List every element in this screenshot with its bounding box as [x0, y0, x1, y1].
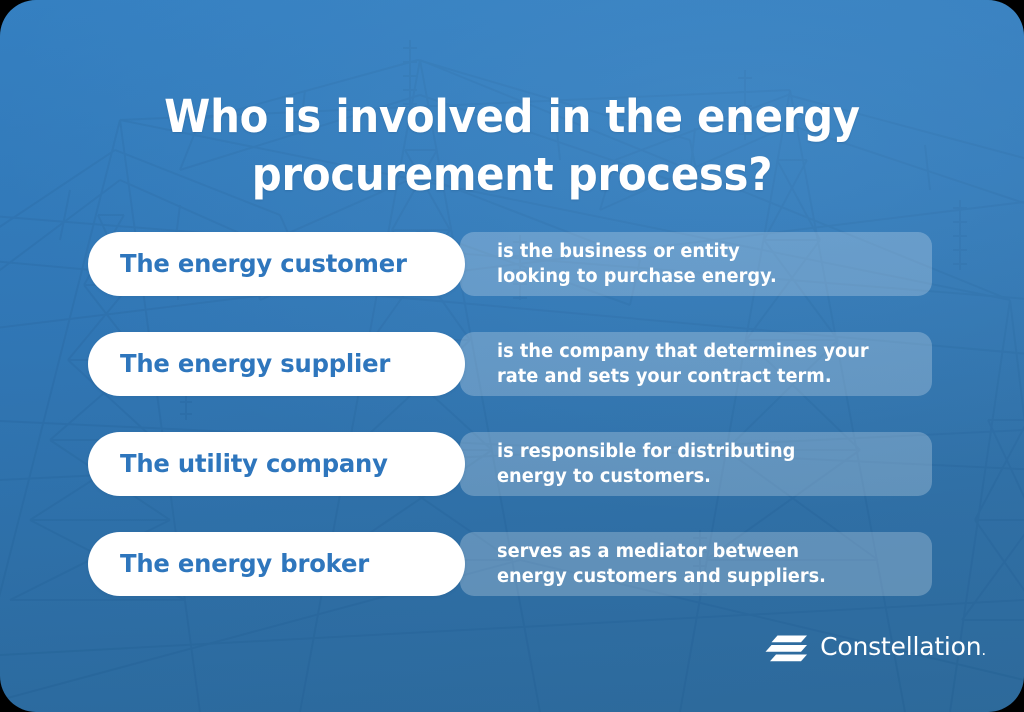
- role-description-panel: [460, 432, 932, 496]
- title-line-1: Who is involved in the energy: [164, 90, 860, 144]
- role-description-line-1: is responsible for distributing: [497, 441, 796, 462]
- role-description-line-2: rate and sets your contract term.: [497, 366, 832, 387]
- constellation-logo[interactable]: Constellation.: [764, 633, 986, 664]
- role-pill-label: The energy customer: [120, 249, 407, 278]
- wordmark-registered-mark: .: [981, 641, 986, 659]
- role-pill-energy-broker[interactable]: The energy broker: [88, 532, 465, 596]
- role-row: is responsible for distributing energy t…: [0, 432, 1024, 496]
- role-description: is responsible for distributing energy t…: [497, 432, 905, 496]
- role-row: serves as a mediator between energy cust…: [0, 532, 1024, 596]
- page-title: Who is involved in the energy procuremen…: [36, 88, 988, 204]
- role-pill-energy-customer[interactable]: The energy customer: [88, 232, 465, 296]
- role-description: is the business or entity looking to pur…: [497, 232, 905, 296]
- role-description-line-1: is the business or entity: [497, 241, 740, 262]
- role-rows: is the business or entity looking to pur…: [0, 232, 1024, 596]
- role-description: is the company that determines your rate…: [497, 332, 905, 396]
- role-description-panel: [460, 232, 932, 296]
- role-pill-utility-company[interactable]: The utility company: [88, 432, 465, 496]
- role-description-panel: [460, 332, 932, 396]
- role-description-line-2: energy to customers.: [497, 466, 711, 487]
- role-description-panel: [460, 532, 932, 596]
- constellation-bars-logo-icon: [765, 635, 808, 661]
- role-row: is the company that determines your rate…: [0, 332, 1024, 396]
- role-pill-energy-supplier[interactable]: The energy supplier: [88, 332, 465, 396]
- role-description-line-2: energy customers and suppliers.: [497, 566, 826, 587]
- role-pill-label: The energy supplier: [120, 349, 391, 378]
- role-pill-label: The utility company: [120, 449, 388, 478]
- role-pill-label: The energy broker: [120, 549, 369, 578]
- role-description-line-1: is the company that determines your: [497, 341, 869, 362]
- role-description: serves as a mediator between energy cust…: [497, 532, 905, 596]
- role-description-line-1: serves as a mediator between: [497, 541, 800, 562]
- role-row: is the business or entity looking to pur…: [0, 232, 1024, 296]
- title-line-2: procurement process?: [251, 148, 773, 202]
- role-description-line-2: looking to purchase energy.: [497, 266, 777, 287]
- constellation-wordmark: Constellation.: [820, 633, 986, 664]
- wordmark-text: Constellation: [820, 632, 982, 661]
